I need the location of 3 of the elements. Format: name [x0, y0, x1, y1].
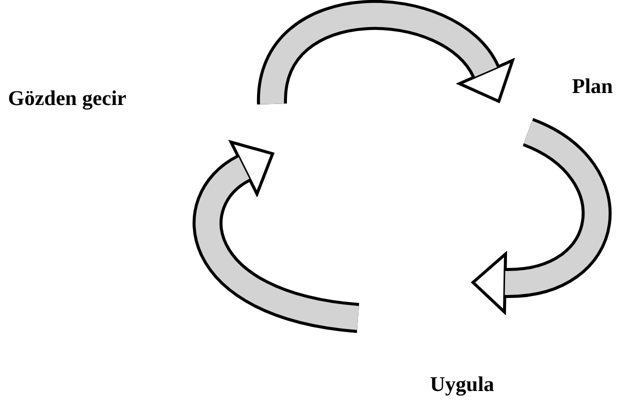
stage-label: Gözden gecir	[8, 86, 126, 111]
stage-label: Uygula	[430, 372, 494, 397]
stage-label: Plan	[572, 74, 613, 99]
